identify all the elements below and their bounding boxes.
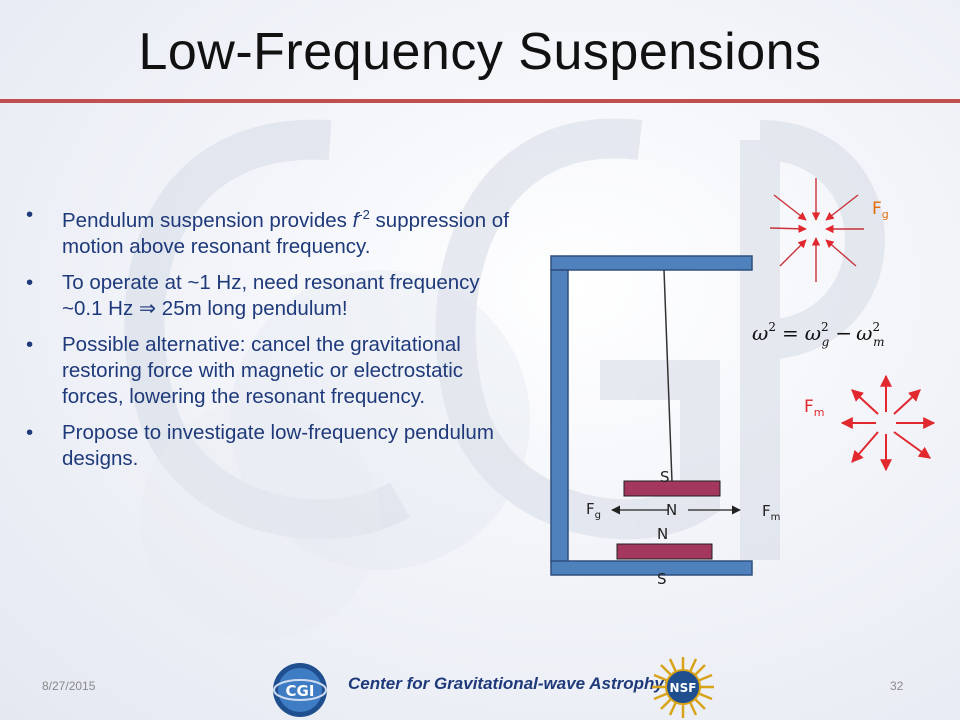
bullet-marker: • [26, 332, 34, 356]
upper-magnet-s-label: S [660, 468, 670, 486]
force-m-label: Fm [762, 502, 780, 523]
title-divider [0, 99, 960, 103]
svg-text:CGI: CGI [286, 682, 315, 700]
bullet-marker: • [26, 420, 34, 444]
upper-magnet [623, 480, 721, 497]
bullet-item: • To operate at ~1 Hz, need resonant fre… [26, 270, 480, 320]
cgi-logo-icon: CGI [273, 663, 327, 717]
implies-arrow-icon: ⇒ [138, 296, 157, 320]
gravity-force-label: Fg [872, 199, 889, 221]
footer-date: 8/27/2015 [42, 679, 96, 693]
frame-bottom-bar [550, 560, 753, 576]
lower-magnet-s-label: S [657, 570, 667, 588]
converging-arrows-icon [769, 178, 864, 282]
magnetic-force-label: Fm [804, 397, 825, 419]
bullet-item: • Propose to investigate low-frequency p… [26, 420, 494, 470]
nsf-logo-icon: NSF [652, 657, 714, 718]
force-g-label: Fg [586, 500, 601, 521]
svg-text:NSF: NSF [670, 681, 697, 695]
slide-title: Low-Frequency Suspensions [138, 23, 822, 81]
diverging-arrows-icon [840, 374, 936, 472]
frame-top-bar [550, 255, 753, 271]
page-number: 32 [890, 679, 904, 693]
lower-magnet-n-label: N [657, 525, 668, 543]
pendulum-wire [663, 269, 673, 483]
upper-magnet-n-label: N [666, 501, 677, 519]
bullet-item: • Pendulum suspension provides f-2 suppr… [26, 203, 509, 258]
frame-side-bar [550, 269, 569, 563]
bullet-list: • Pendulum suspension provides f-2 suppr… [24, 202, 514, 482]
bullet-marker: • [26, 203, 34, 226]
bullet-item: • Possible alternative: cancel the gravi… [26, 332, 464, 408]
footer-organization: Center for Gravitational-wave Astrophysi… [348, 674, 697, 693]
lower-magnet [616, 543, 713, 560]
bullet-marker: • [26, 270, 34, 294]
